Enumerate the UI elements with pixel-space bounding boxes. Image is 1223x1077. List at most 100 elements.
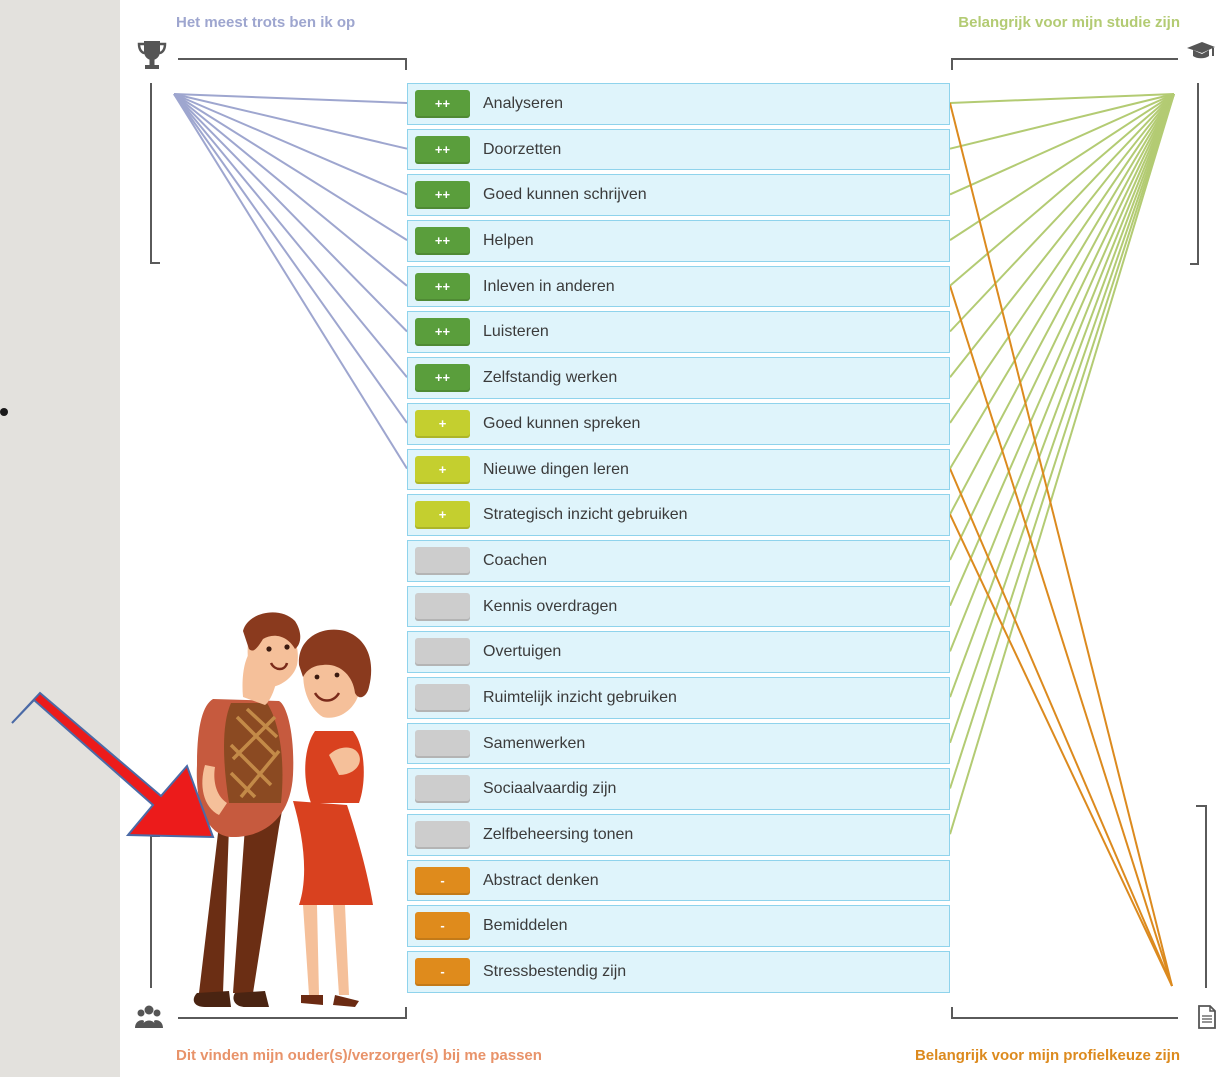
skill-row[interactable]: -Abstract denken [407,859,950,902]
connection-line-profile [949,285,1173,987]
connection-line-study [949,93,1175,515]
skill-row[interactable]: ++ Inleven in anderen [407,265,950,308]
skill-row[interactable]: ++ Analyseren [407,83,950,125]
rating-badge[interactable] [415,821,470,849]
rating-badge[interactable] [415,638,470,667]
bracket-bottom-right [951,1007,1178,1019]
connection-line-profile [949,513,1173,987]
skill-row[interactable]: -Bemiddelen [407,905,950,948]
bracket-bottom-left [178,1007,407,1019]
rating-badge[interactable] [415,729,470,758]
connection-line-proud [173,93,408,150]
skill-label: Goed kunnen schrijven [483,186,647,204]
group-icon[interactable] [135,1004,163,1030]
skill-label: Samenwerken [483,734,586,752]
skill-label: Sociaalvaardig zijn [483,780,617,798]
skill-label: Luisteren [483,323,549,341]
skill-row[interactable]: + Nieuwe dingen leren [407,448,950,491]
rating-badge[interactable]: - [415,866,470,895]
connection-line-study [949,93,1175,607]
rating-badge[interactable] [415,683,470,712]
skill-label: Inleven in anderen [483,277,615,295]
skill-label: Ruimtelijk inzicht gebruiken [483,688,677,706]
skill-label: Zelfstandig werken [483,369,618,387]
rating-badge[interactable]: ++ [415,272,470,301]
skill-row[interactable]: ++ Luisteren [407,311,950,354]
rating-badge[interactable]: - [415,912,470,941]
skill-row[interactable]: Coachen [407,539,950,582]
rating-badge[interactable]: ++ [415,181,470,210]
rating-badge[interactable]: + [415,501,470,530]
connection-line-profile [949,468,1173,987]
document-icon[interactable] [1197,1005,1217,1029]
rating-badge[interactable]: ++ [415,227,470,256]
rating-badge[interactable]: ++ [415,90,470,118]
skill-row[interactable]: Kennis overdragen [407,585,950,628]
trophy-icon[interactable] [137,39,167,71]
bracket-right-bottom-vertical [1196,805,1207,988]
skill-label: Overtuigen [483,643,562,661]
connection-line-proud [173,93,408,241]
bracket-top-right [951,58,1178,70]
rating-badge[interactable]: ++ [415,318,470,347]
skill-row[interactable]: ++ Helpen [407,220,950,262]
connection-line-study [949,93,1175,561]
rating-badge[interactable]: + [415,409,470,438]
connection-line-study [949,93,1175,789]
rating-badge[interactable]: - [415,958,470,987]
rating-badge[interactable]: + [415,455,470,484]
skill-label: Analyseren [483,95,564,112]
left-side-panel [0,0,120,1077]
skill-label: Stressbestendig zijn [483,963,627,981]
label-parents-think: Dit vinden mijn ouder(s)/verzorger(s) bi… [176,1047,542,1064]
parents-illustration [193,612,373,1007]
connection-line-study [949,93,1175,333]
skill-row[interactable]: Overtuigen [407,631,950,673]
connection-line-proud [173,93,408,424]
bullet-dot [0,408,8,416]
connection-line-proud [173,93,408,378]
connection-line-proud [173,93,408,196]
annotation-arrow [11,691,215,839]
connection-line-study [949,93,1175,652]
connection-line-study [949,93,1175,470]
graduation-cap-icon[interactable] [1186,39,1216,63]
connection-line-study [949,93,1175,150]
connection-line-proud [173,93,408,333]
skill-row[interactable]: + Strategisch inzicht gebruiken [407,494,950,536]
skill-label: Strategisch inzicht gebruiken [483,506,688,524]
skill-row[interactable]: -Stressbestendig zijn [407,951,950,993]
rating-badge[interactable] [415,592,470,621]
connection-line-study [949,93,1175,104]
skill-row[interactable]: ++ Goed kunnen schrijven [407,174,950,217]
connection-line-profile [949,102,1173,987]
skill-row[interactable]: Ruimtelijk inzicht gebruiken [407,676,950,719]
skill-label: Doorzetten [483,140,562,158]
skill-label: Zelfbeheersing tonen [483,826,634,843]
rating-badge[interactable] [415,775,470,804]
skill-label: Kennis overdragen [483,597,618,615]
bracket-right-top-vertical [1190,83,1199,265]
connection-line-study [949,93,1175,744]
skill-label: Abstract denken [483,871,599,889]
rating-badge[interactable]: ++ [415,135,470,164]
label-important-for-profile-choice: Belangrijk voor mijn profielkeuze zijn [914,1047,1180,1064]
skill-row[interactable]: ++ Doorzetten [407,128,950,171]
skill-row[interactable]: Sociaalvaardig zijn [407,768,950,810]
skill-row[interactable]: Samenwerken [407,722,950,765]
skill-label: Helpen [483,232,534,250]
connection-line-proud [173,93,408,287]
skill-label: Goed kunnen spreken [483,414,641,432]
skill-row[interactable]: Zelfbeheersing tonen [407,814,950,856]
skill-label: Nieuwe dingen leren [483,460,629,478]
rating-badge[interactable]: ++ [415,364,470,393]
bracket-left-top-vertical [150,83,160,264]
rating-badge[interactable] [415,546,470,575]
skill-label: Bemiddelen [483,917,568,935]
skill-row[interactable]: ++ Zelfstandig werken [407,357,950,399]
connection-line-study [949,93,1175,378]
connection-line-study [949,93,1175,835]
skill-row[interactable]: + Goed kunnen spreken [407,402,950,445]
connection-line-study [949,93,1175,196]
